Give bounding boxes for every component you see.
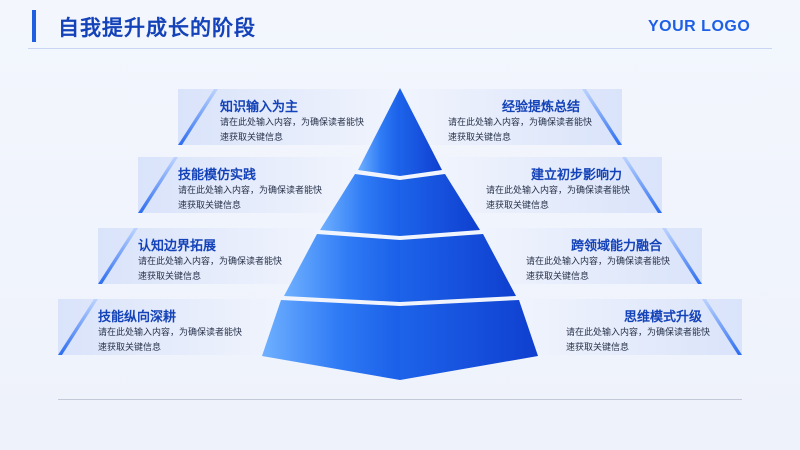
stage-title: 知识输入为主 [220,100,299,115]
stage-description: 请在此处输入内容，为确保读者能快速获取关键信息 [486,186,631,211]
accent-right-2 [622,157,662,213]
stage-description: 请在此处输入内容，为确保读者能快速获取关键信息 [220,118,365,143]
logo: YOUR LOGO [648,18,751,35]
stage-title: 跨领域能力融合 [570,239,662,254]
stage-panel-right-1: 经验提炼总结 请在此处输入内容，为确保读者能快速获取关键信息 [402,89,622,145]
stage-title: 思维模式升级 [623,310,702,325]
stage-panel-right-4: 思维模式升级 请在此处输入内容，为确保读者能快速获取关键信息 [516,299,742,355]
stage-description: 请在此处输入内容，为确保读者能快速获取关键信息 [526,257,671,282]
stage-title: 认知边界拓展 [138,239,217,254]
pyramid-tier-1 [358,88,442,176]
page-title: 自我提升成长的阶段 [58,15,256,40]
stage-panel-left-3: 认知边界拓展 请在此处输入内容，为确保读者能快速获取关键信息 [98,228,322,284]
stage-description: 请在此处输入内容，为确保读者能快速获取关键信息 [566,328,711,353]
pyramid-tier-3 [284,234,516,302]
stage-panel-left-4: 技能纵向深耕 请在此处输入内容，为确保读者能快速获取关键信息 [58,299,284,355]
stage-title: 经验提炼总结 [501,100,580,115]
stage-title: 技能纵向深耕 [98,310,177,325]
accent-left-1 [178,89,218,145]
accent-right-3 [662,228,702,284]
pyramid-tier-4 [262,300,538,380]
stage-description: 请在此处输入内容，为确保读者能快速获取关键信息 [178,186,323,211]
footer-divider [58,399,742,400]
pyramid-tier-2 [320,174,480,236]
stage-description: 请在此处输入内容，为确保读者能快速获取关键信息 [138,257,283,282]
accent-right-1 [582,89,622,145]
stage-title: 建立初步影响力 [530,168,622,183]
header-divider [28,48,772,49]
accent-left-2 [138,157,178,213]
stage-panel-right-2: 建立初步影响力 请在此处输入内容，为确保读者能快速获取关键信息 [440,157,662,213]
stage-panel-left-2: 技能模仿实践 请在此处输入内容，为确保读者能快速获取关键信息 [138,157,360,213]
stage-panel-right-3: 跨领域能力融合 请在此处输入内容，为确保读者能快速获取关键信息 [478,228,702,284]
stage-title: 技能模仿实践 [178,168,257,183]
accent-right-4 [702,299,742,355]
accent-left-3 [98,228,138,284]
header-accent-bar [32,10,36,42]
stage-description: 请在此处输入内容，为确保读者能快速获取关键信息 [98,328,243,353]
stage-description: 请在此处输入内容，为确保读者能快速获取关键信息 [448,118,593,143]
stage-panel-left-1: 知识输入为主 请在此处输入内容，为确保读者能快速获取关键信息 [178,89,398,145]
accent-left-4 [58,299,98,355]
